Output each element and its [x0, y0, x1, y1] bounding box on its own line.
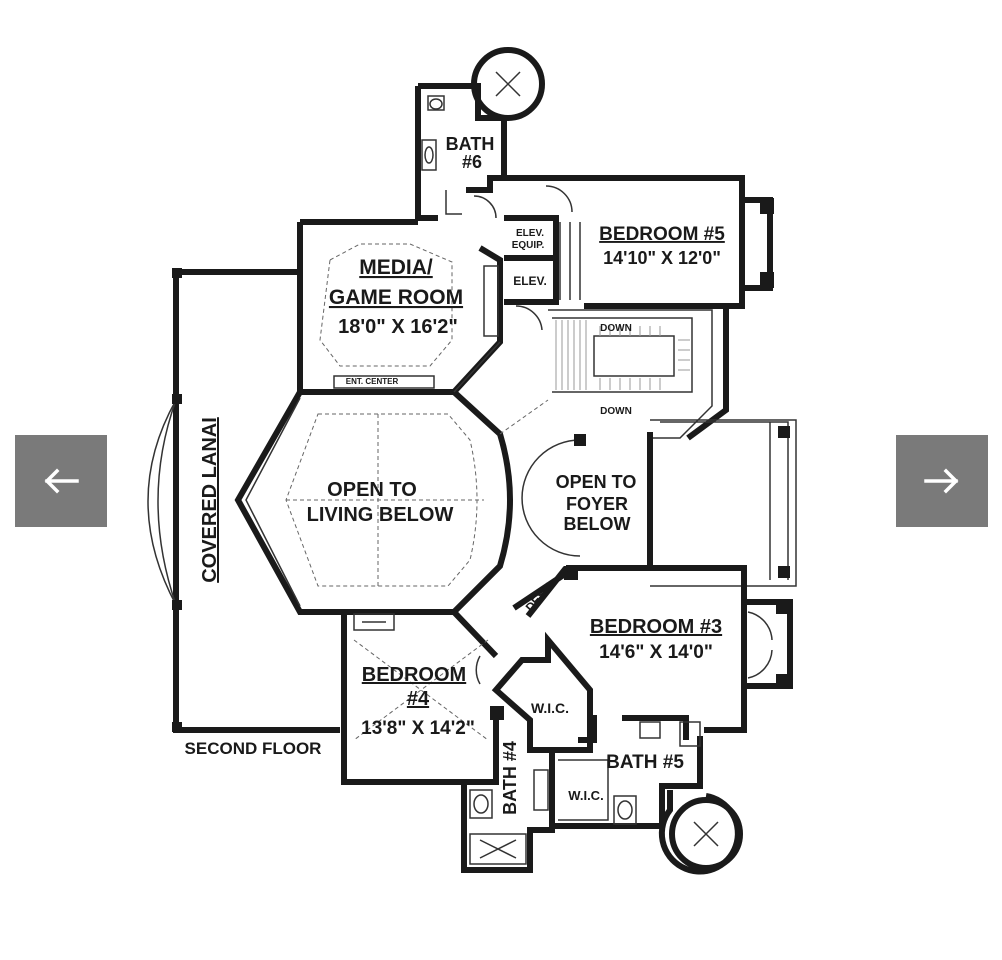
wic1-room — [490, 631, 593, 753]
arrow-left-icon — [44, 468, 79, 494]
bedroom3-label: BEDROOM #3 — [590, 616, 722, 638]
covered-lanai-label: COVERED LANAI — [199, 417, 221, 583]
bedroom4-dims: 13'8" X 14'2" — [361, 718, 475, 739]
bedroom4-label-1: BEDROOM — [362, 664, 466, 686]
elevator-area — [504, 215, 559, 331]
bath5-room — [549, 721, 703, 829]
elev-equip-label-2: EQUIP. — [512, 240, 545, 251]
stairs-down-label-1: DOWN — [600, 323, 632, 334]
stairs-down-label-2: DOWN — [600, 406, 632, 417]
open-foyer-label-2: FOYER — [566, 494, 628, 514]
ent-center-label: ENT. CENTER — [346, 377, 399, 386]
bedroom4-label-2: #4 — [407, 688, 430, 710]
open-to-living-area — [234, 389, 513, 615]
bath5-label: BATH #5 — [606, 752, 684, 773]
turret-top — [471, 47, 545, 121]
open-foyer-label-1: OPEN TO — [556, 472, 637, 492]
elev-label: ELEV. — [513, 274, 547, 288]
bedroom5-room — [490, 175, 774, 309]
covered-lanai-area — [147, 268, 340, 733]
elev-equip-label-1: ELEV. — [516, 228, 544, 239]
bedroom3-room — [512, 565, 793, 743]
open-living-label-2: LIVING BELOW — [307, 504, 454, 526]
front-portico — [650, 419, 797, 587]
bedroom5-dims: 14'10" X 12'0" — [603, 248, 721, 268]
open-to-foyer-area — [521, 432, 653, 580]
bath6-label-2: #6 — [462, 152, 482, 172]
hallway — [453, 195, 549, 435]
next-image-button[interactable] — [896, 435, 988, 527]
wic2-label: W.I.C. — [568, 788, 603, 803]
bedroom3-dims: 14'6" X 14'0" — [599, 642, 713, 663]
previous-image-button[interactable] — [15, 435, 107, 527]
bath4-room — [461, 750, 555, 873]
open-foyer-label-3: BELOW — [564, 514, 631, 534]
media-room-dims: 18'0" X 16'2" — [338, 316, 458, 338]
bath4-label: BATH #4 — [500, 741, 520, 815]
bedroom5-label: BEDROOM #5 — [599, 224, 725, 245]
bedroom4-room — [341, 609, 499, 785]
bath6-room — [415, 83, 507, 221]
open-living-label-1: OPEN TO — [327, 479, 417, 501]
media-room-label-2: GAME ROOM — [329, 286, 463, 309]
turret-bottom — [658, 790, 743, 875]
wic1-label: W.I.C. — [531, 700, 569, 716]
bath6-label-1: BATH — [446, 134, 495, 154]
staircase — [548, 303, 729, 441]
media-room-label-1: MEDIA/ — [359, 256, 433, 279]
floor-label: SECOND FLOOR — [185, 739, 322, 758]
arrow-right-icon — [924, 468, 959, 494]
